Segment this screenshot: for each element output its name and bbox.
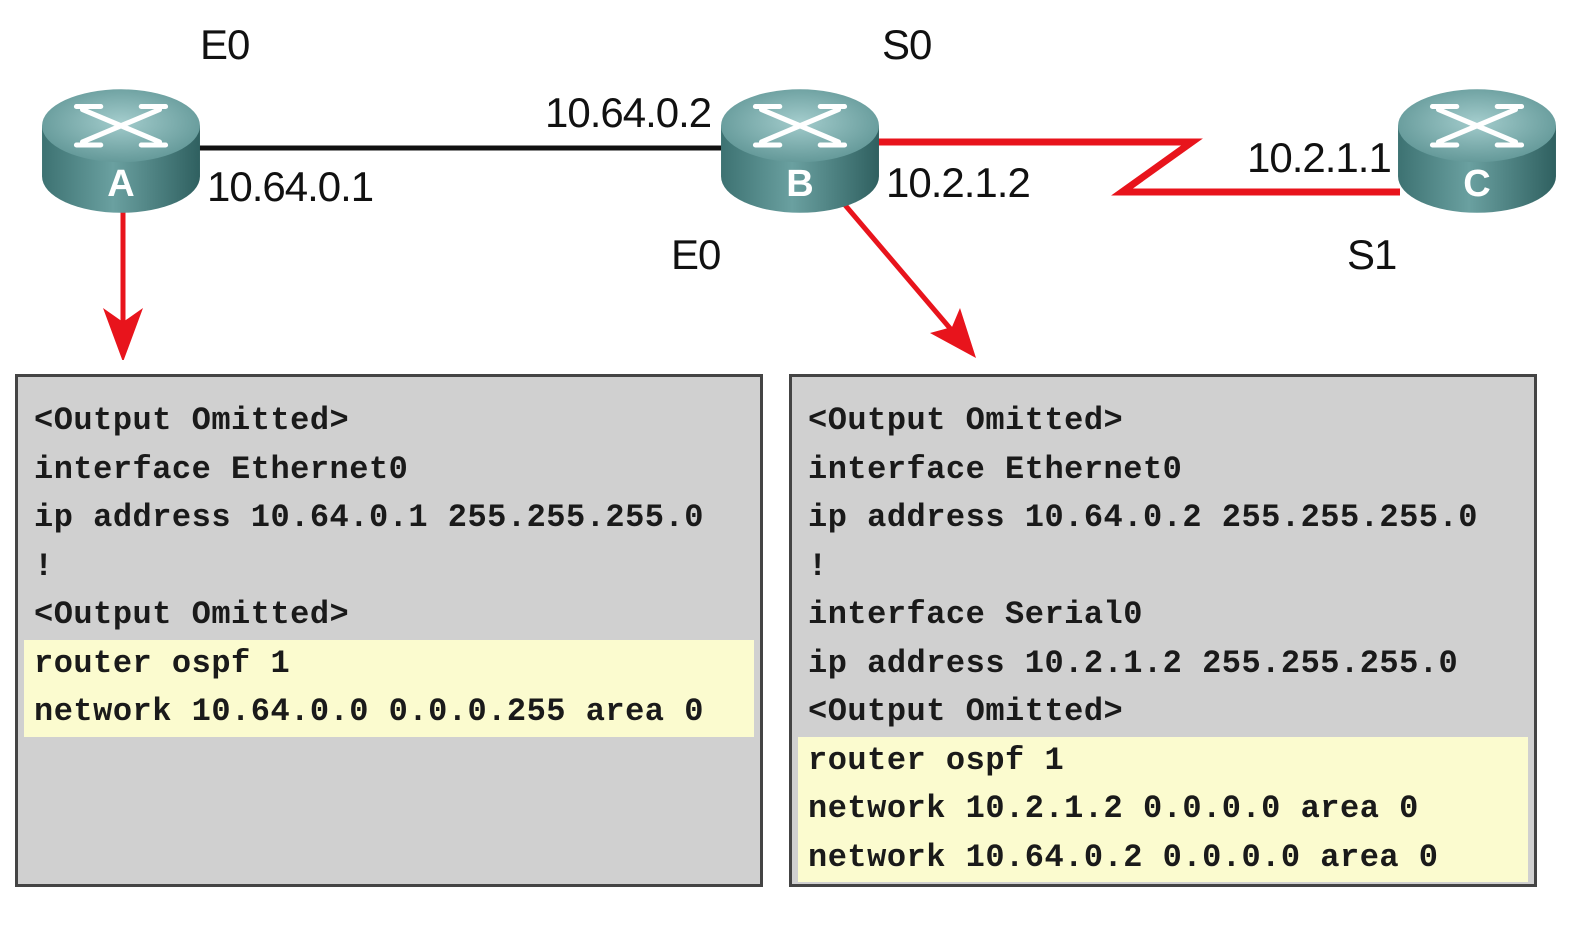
arrow-to-config-b xyxy=(843,203,962,342)
config-line: <Output Omitted> xyxy=(808,693,1124,730)
ospf-config-line: network 10.64.0.2 0.0.0.0 area 0 xyxy=(798,833,1528,882)
label-a-e0: E0 xyxy=(200,21,250,68)
label-b-ip-e0: 10.64.0.2 xyxy=(545,89,712,136)
ospf-config-line: router ospf 1 xyxy=(798,736,1528,785)
router-c-letter: C xyxy=(1463,163,1490,205)
config-line: ip address 10.64.0.2 255.255.255.0 xyxy=(808,499,1478,536)
router-a-letter: A xyxy=(107,163,134,205)
router-c: C xyxy=(1398,89,1556,213)
router-a: A xyxy=(42,89,200,213)
ospf-config-line: network 10.64.0.0 0.0.0.255 area 0 xyxy=(24,688,754,737)
serial-link xyxy=(870,138,1400,196)
ospf-config-line: network 10.2.1.2 0.0.0.0 area 0 xyxy=(798,785,1528,834)
label-a-ip: 10.64.0.1 xyxy=(207,163,374,210)
config-line: <Output Omitted> xyxy=(808,402,1124,439)
config-line: ip address 10.2.1.2 255.255.255.0 xyxy=(808,644,1459,682)
config-panel-a: <Output Omitted> interface Ethernet0 ip … xyxy=(15,374,763,887)
config-line: <Output Omitted> xyxy=(34,596,350,633)
label-b-s0: S0 xyxy=(882,21,932,68)
network-topology: A B C xyxy=(0,0,1579,360)
config-line: ! xyxy=(34,547,54,585)
router-b: B xyxy=(721,89,879,213)
config-line: ip address 10.64.0.1 255.255.255.0 xyxy=(34,499,704,536)
config-line: <Output Omitted> xyxy=(34,402,350,439)
arrowhead-b xyxy=(930,308,976,358)
label-c-ip: 10.2.1.1 xyxy=(1247,134,1392,181)
config-line: interface Serial0 xyxy=(808,596,1143,633)
config-line: interface Ethernet0 xyxy=(808,450,1183,488)
label-b-e0: E0 xyxy=(671,231,721,278)
label-b-ip-s0: 10.2.1.2 xyxy=(886,159,1031,206)
config-line: interface Ethernet0 xyxy=(34,450,409,488)
ospf-config-line: router ospf 1 xyxy=(24,639,754,688)
config-line: ! xyxy=(808,547,828,585)
arrowhead-a xyxy=(103,308,143,360)
label-c-s1: S1 xyxy=(1347,231,1397,278)
router-b-letter: B xyxy=(786,163,813,205)
config-panel-b: <Output Omitted> interface Ethernet0 ip … xyxy=(789,374,1537,887)
